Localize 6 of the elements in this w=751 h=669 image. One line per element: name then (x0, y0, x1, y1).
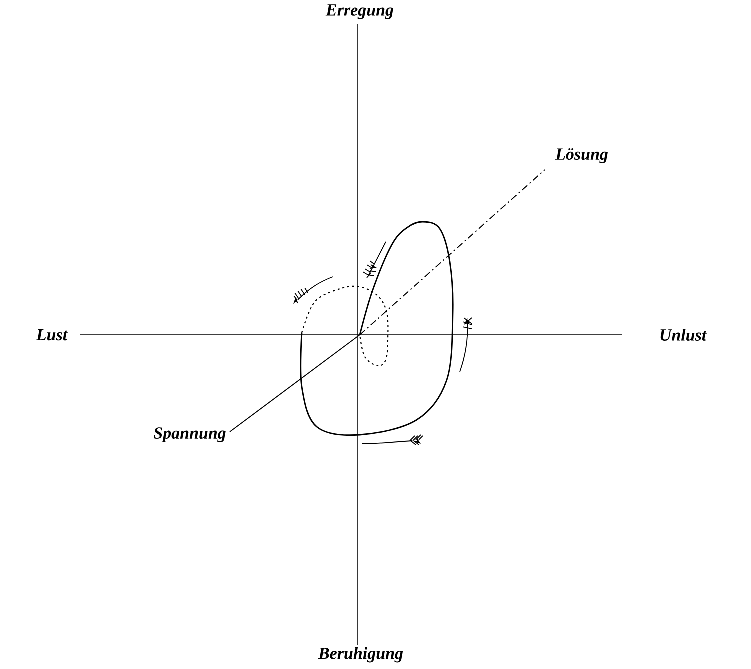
axis-label: Spannung (154, 428, 226, 442)
axis-label: Lösung (555, 148, 608, 164)
axis-label: Lust (36, 329, 68, 341)
axis-label: Unlust (660, 329, 708, 341)
axis-label: Beruhigung (318, 647, 404, 663)
axis-label: Erregung (326, 4, 394, 20)
